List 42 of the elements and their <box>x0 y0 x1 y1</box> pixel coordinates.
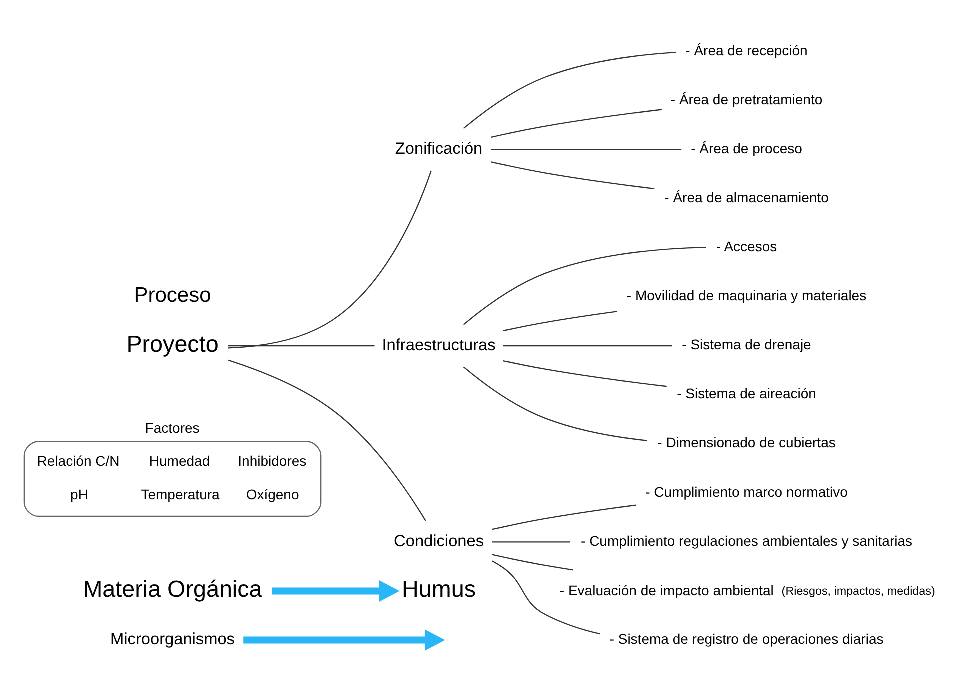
connector <box>228 170 432 348</box>
node-label: Factores <box>145 420 200 436</box>
connector <box>492 541 570 542</box>
node-text: Humus <box>402 576 476 602</box>
connector <box>463 51 676 129</box>
node-text: Infraestructuras <box>382 336 496 354</box>
connector <box>463 246 706 325</box>
node-text: - Cumplimiento regulaciones ambientales y sanitarias <box>581 532 913 548</box>
node-text: - Área de recepción <box>686 42 808 58</box>
node-text: - Dimensionado de cubiertas <box>658 434 836 450</box>
node-text: Zonificación <box>395 140 483 158</box>
node-text: - Sistema de aireación <box>677 385 816 402</box>
connector <box>492 560 600 634</box>
node-text: - Área de proceso <box>691 140 802 156</box>
node-text: - Sistema de registro de operaciones diarias <box>610 630 884 646</box>
node-text: - Área de almacenamiento <box>664 188 829 205</box>
arrow <box>272 580 400 602</box>
connector <box>228 344 375 346</box>
connector <box>492 504 636 530</box>
arrow <box>244 629 446 650</box>
node-box: Relación C/N Humedad Inhibidores pH Temperatura Oxígeno <box>24 440 322 517</box>
node-text: - Accesos <box>716 238 778 254</box>
node-text: - Área de pretratamiento <box>670 90 823 107</box>
connector <box>503 344 672 346</box>
connector <box>491 108 662 138</box>
connector <box>491 161 655 190</box>
connector <box>463 366 648 441</box>
node-text: - Movilidad de maquinaria y materiales <box>626 287 867 304</box>
connector <box>503 310 618 332</box>
label: Proceso <box>134 284 212 307</box>
node-text: Materia Orgánica <box>83 576 262 602</box>
connector <box>503 360 667 387</box>
connector <box>228 359 426 521</box>
node-text: - Sistema de drenaje <box>682 336 812 352</box>
node-text: - Evaluación de impacto ambiental <box>560 582 774 598</box>
connector <box>492 554 574 570</box>
node-text: Microorganismos <box>110 630 235 648</box>
node-text: Condiciones <box>394 532 484 550</box>
node-label: (Riesgos, impactos, medidas) <box>782 584 936 598</box>
node-text: - Cumplimiento marco normativo <box>646 483 848 500</box>
connector <box>491 148 682 150</box>
node-text: Proyecto <box>126 330 219 356</box>
